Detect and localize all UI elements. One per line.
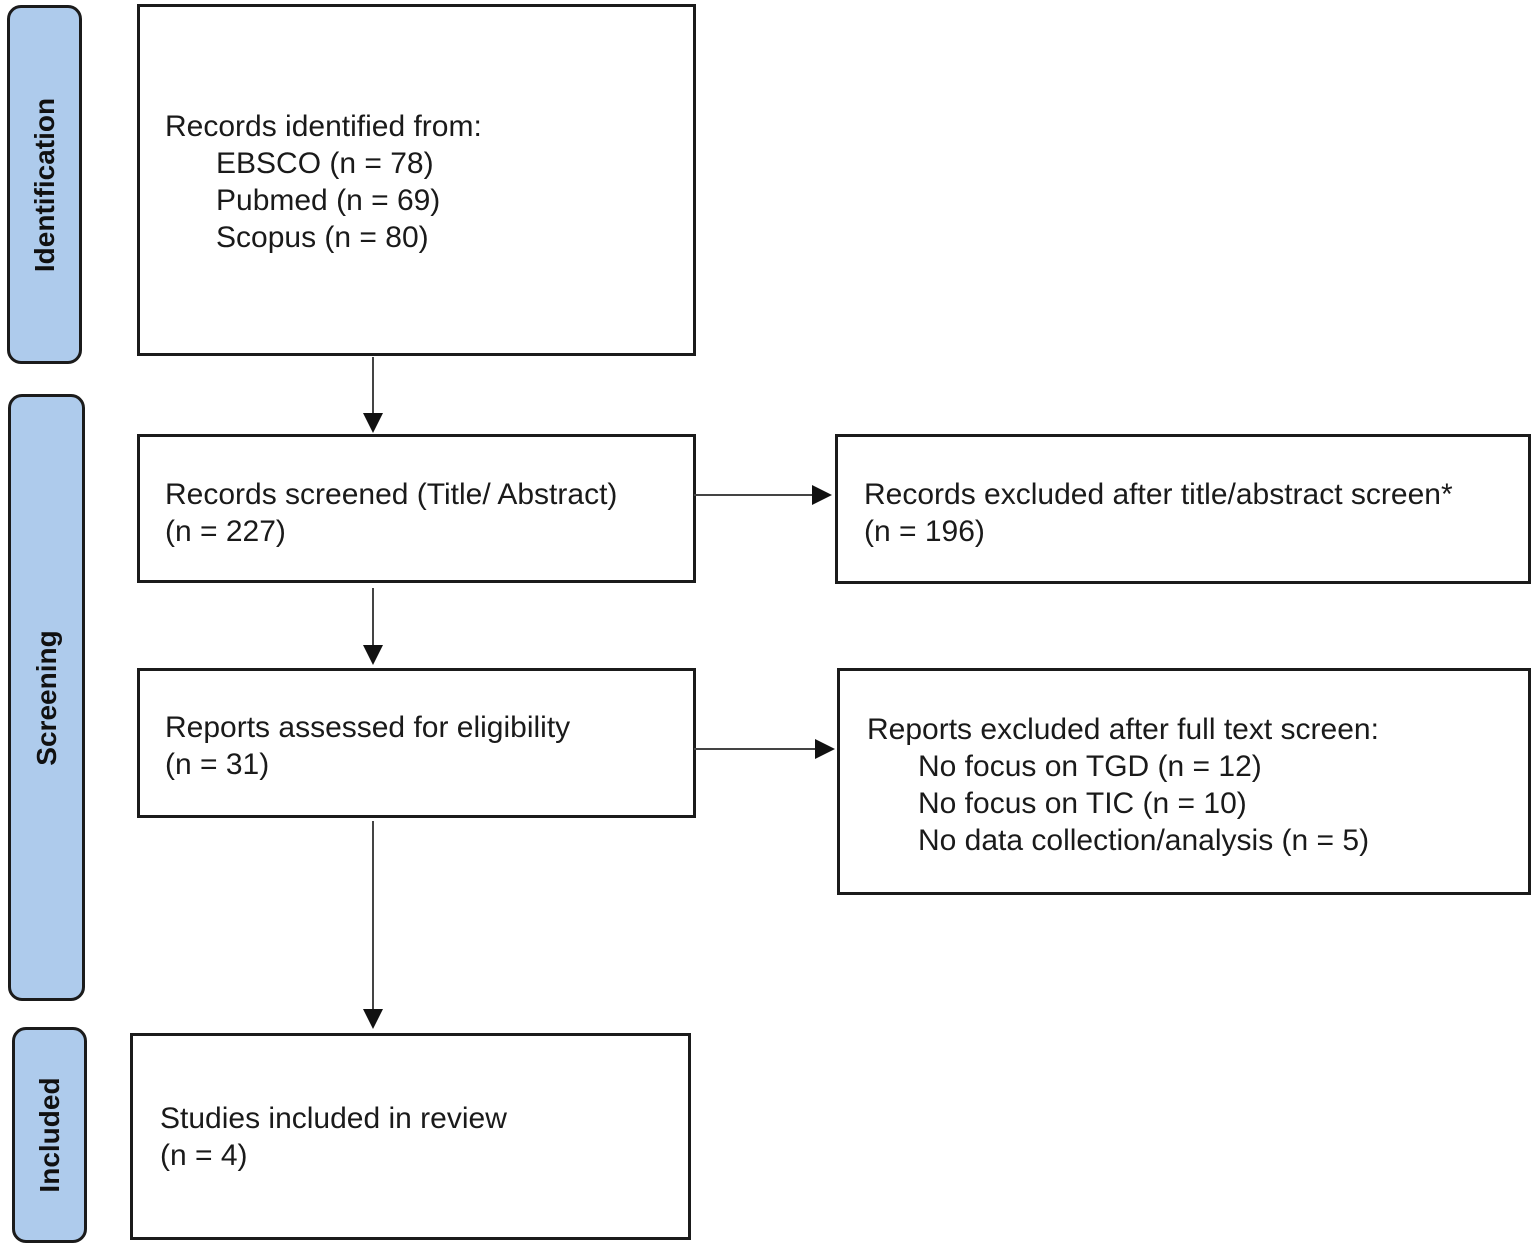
source-scopus: Scopus (n = 80) xyxy=(216,221,429,254)
reports-excluded-fulltext-heading: Reports excluded after full text screen: xyxy=(867,713,1379,746)
records-identified-text: Records identified from: EBSCO (n = 78) … xyxy=(165,108,482,256)
phase-screening: Screening xyxy=(8,394,85,1001)
records-excluded-title-box: Records excluded after title/abstract sc… xyxy=(835,434,1531,584)
exclusion-reason-tic: No focus on TIC (n = 10) xyxy=(918,787,1247,820)
arrow-eligibility-to-excluded xyxy=(694,739,835,759)
records-excluded-title-text: Records excluded after title/abstract sc… xyxy=(864,476,1453,550)
arrow-identified-to-screened xyxy=(363,357,383,433)
records-identified-box: Records identified from: EBSCO (n = 78) … xyxy=(137,4,696,356)
reports-excluded-fulltext-box: Reports excluded after full text screen:… xyxy=(837,668,1531,895)
records-identified-heading: Records identified from: xyxy=(165,110,482,143)
studies-included-box: Studies included in review (n = 4) xyxy=(130,1033,691,1240)
reports-eligibility-heading: Reports assessed for eligibility xyxy=(165,711,571,744)
phase-identification: Identification xyxy=(7,5,82,364)
studies-included-text: Studies included in review (n = 4) xyxy=(160,1100,507,1174)
reports-excluded-fulltext-text: Reports excluded after full text screen:… xyxy=(867,711,1379,859)
phase-included: Included xyxy=(12,1027,87,1243)
exclusion-reason-data: No data collection/analysis (n = 5) xyxy=(918,824,1370,857)
records-screened-box: Records screened (Title/ Abstract) (n = … xyxy=(137,434,696,583)
arrow-eligibility-to-included xyxy=(363,821,383,1029)
source-pubmed: Pubmed (n = 69) xyxy=(216,184,441,217)
records-excluded-title-heading: Records excluded after title/abstract sc… xyxy=(864,478,1453,511)
reports-eligibility-text: Reports assessed for eligibility (n = 31… xyxy=(165,709,570,783)
reports-eligibility-box: Reports assessed for eligibility (n = 31… xyxy=(137,668,696,818)
records-screened-text: Records screened (Title/ Abstract) (n = … xyxy=(165,476,617,550)
reports-eligibility-count: (n = 31) xyxy=(165,748,270,781)
source-ebsco: EBSCO (n = 78) xyxy=(216,147,434,180)
records-screened-count: (n = 227) xyxy=(165,515,286,548)
studies-included-heading: Studies included in review xyxy=(160,1102,507,1135)
arrow-screened-to-eligibility xyxy=(363,588,383,665)
studies-included-count: (n = 4) xyxy=(160,1139,248,1172)
records-screened-heading: Records screened (Title/ Abstract) xyxy=(165,478,618,511)
exclusion-reason-tgd: No focus on TGD (n = 12) xyxy=(918,750,1262,783)
arrow-screened-to-excluded xyxy=(694,485,832,505)
records-excluded-title-count: (n = 196) xyxy=(864,515,985,548)
